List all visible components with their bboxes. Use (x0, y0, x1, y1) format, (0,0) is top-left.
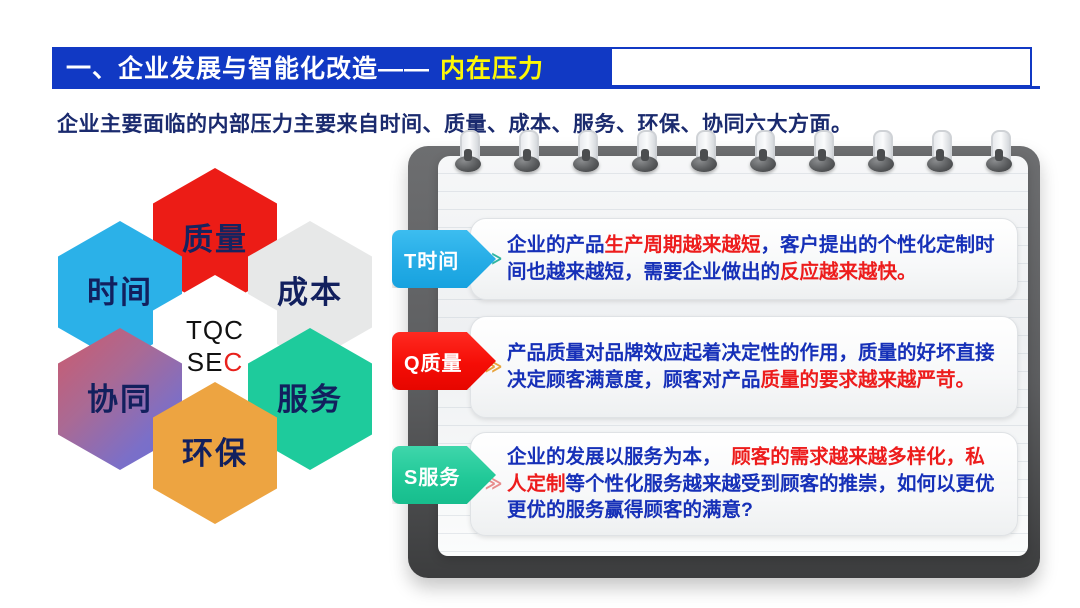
spiral-ring (630, 130, 660, 178)
notebook-spiral-rings (438, 130, 1028, 178)
title-underline (52, 86, 1040, 89)
spiral-ring-cap (985, 149, 1012, 172)
hexagon-service-label: 服务 (277, 381, 343, 417)
spiral-ring (866, 130, 896, 178)
spiral-ring (453, 130, 483, 178)
spiral-ring-cap (572, 149, 599, 172)
highlighted-text: 顾客的需求越来越多样化，私人定制 (507, 445, 985, 495)
hexagon-cost-label: 成本 (277, 274, 343, 310)
tag-time-label: T时间 (404, 250, 460, 273)
hexagon-environment-label: 环保 (182, 435, 248, 471)
spiral-ring (689, 130, 719, 178)
highlighted-text: 反应越来越快。 (780, 261, 917, 283)
spiral-ring-cap (926, 149, 953, 172)
spiral-ring (512, 130, 542, 178)
page-title-band: 一、企业发展与智能化改造—— 内在压力 (52, 47, 612, 87)
body-text: 等个性化服务越来越受到顾客的推崇，如何以更优更优的服务赢得顾客的满意? (507, 472, 995, 522)
highlighted-text: 质量的要求越来越严苛。 (760, 369, 976, 391)
spiral-ring-cap (631, 149, 658, 172)
body-text: 企业的产品 (507, 234, 605, 257)
page-title: 一、企业发展与智能化改造—— (66, 55, 431, 83)
body-text: ，客户提出的个性化定制时间也越来越短，需要企业做出的 (507, 234, 995, 283)
hexagon-collaboration-label: 协同 (87, 381, 153, 417)
pressure-card-service[interactable]: ≫ 企业的发展以服务为本， 顾客的需求越来越多样化，私人定制等个性化服务越来越受… (470, 432, 1018, 536)
spiral-ring (748, 130, 778, 178)
spiral-ring-cap (690, 149, 717, 172)
spiral-ring-cap (513, 149, 540, 172)
body-text: 企业的发展以服务为本， (507, 445, 732, 468)
title-right-panel (612, 47, 1032, 87)
spiral-ring-cap (808, 149, 835, 172)
spiral-ring (984, 130, 1014, 178)
tag-service-label: S服务 (404, 466, 461, 489)
pressure-card-service-text: 企业的发展以服务为本， 顾客的需求越来越多样化，私人定制等个性化服务越来越受到顾… (507, 444, 1017, 525)
page-title-accent: 内在压力 (440, 55, 545, 83)
highlighted-text: 生产周期越来越短 (604, 234, 761, 257)
se-text: SE (186, 347, 224, 377)
spiral-ring-cap (749, 149, 776, 172)
hexagon-quality-label: 质量 (182, 221, 248, 257)
pressure-card-quality[interactable]: ≫ 产品质量对品牌效应起着决定性的作用，质量的好坏直接决定顾客满意度，顾客对产品… (470, 316, 1018, 418)
spiral-ring (807, 130, 837, 178)
spiral-ring-cap (454, 149, 481, 172)
hexagon-time-label: 时间 (87, 274, 153, 310)
pressure-card-quality-text: 产品质量对品牌效应起着决定性的作用，质量的好坏直接决定顾客满意度，顾客对产品质量… (507, 340, 1017, 394)
spiral-ring (925, 130, 955, 178)
c-text-red: C (223, 347, 244, 377)
pressure-card-time[interactable]: ≫ 企业的产品生产周期越来越短，客户提出的个性化定制时间也越来越短，需要企业做出… (470, 218, 1018, 300)
tqc-text: TQC (186, 314, 244, 345)
body-text: 产品质量对品牌效应起着决定性的作用，质量的好坏直接决定顾客满意度，顾客对产品 (507, 342, 995, 391)
tag-quality-label: Q质量 (404, 352, 463, 375)
spiral-ring-cap (867, 149, 894, 172)
pressure-card-time-text: 企业的产品生产周期越来越短，客户提出的个性化定制时间也越来越短，需要企业做出的反… (507, 232, 1017, 286)
spiral-ring (571, 130, 601, 178)
